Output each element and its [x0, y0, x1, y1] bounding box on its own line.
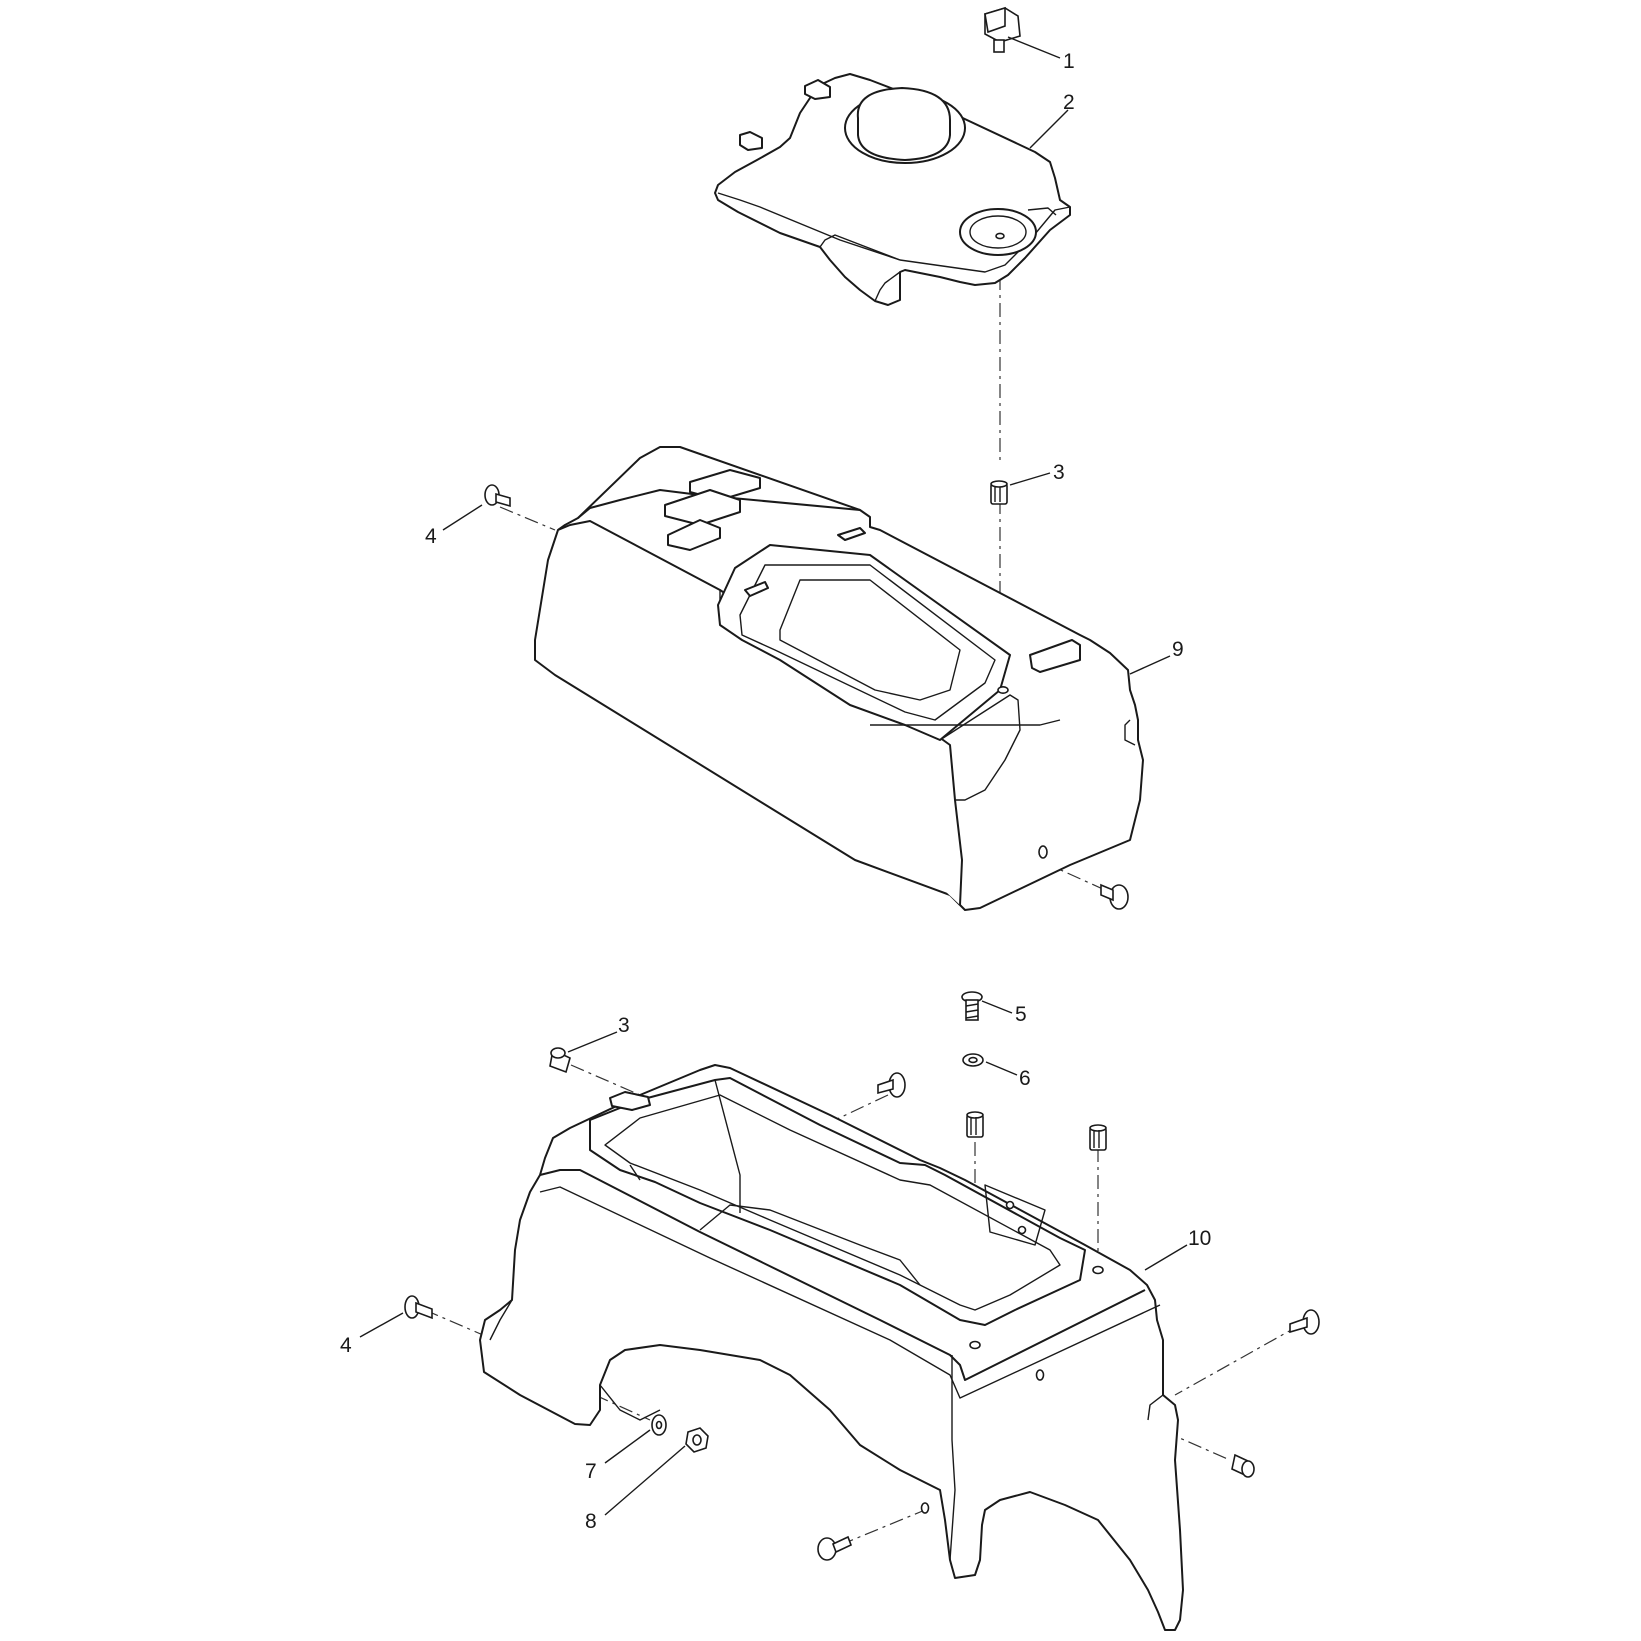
top-cover-part-2	[714, 73, 1071, 306]
callout-labels: 1 2 3 4 9 5 3 6 10 4 7 8	[340, 50, 1211, 1533]
washer-part-7	[651, 1414, 667, 1436]
washer-part-6	[962, 1053, 984, 1067]
insert-nut-part-3-upper	[990, 480, 1008, 505]
callout-6: 6	[1019, 1067, 1031, 1090]
bolt-lower-right	[1289, 1309, 1320, 1335]
callout-4-upper: 4	[425, 525, 437, 548]
callout-4-lower: 4	[340, 1334, 352, 1357]
insert-nut-part-3-center	[966, 1111, 984, 1138]
bolt-part-4-upper-left	[484, 484, 511, 508]
bolt-part-5	[961, 991, 983, 1021]
callout-1: 1	[1063, 50, 1075, 73]
callout-9: 9	[1172, 638, 1184, 661]
callout-10: 10	[1188, 1227, 1211, 1250]
callout-3-lower: 3	[618, 1014, 630, 1037]
bolt-lower-bottom	[817, 1535, 853, 1561]
console-upper-part-9	[534, 446, 1144, 911]
bolt-lower-top	[877, 1072, 906, 1098]
insert-nut-lower-right	[1231, 1453, 1255, 1478]
callout-7: 7	[585, 1460, 597, 1483]
nut-part-8	[685, 1427, 709, 1453]
callout-8: 8	[585, 1510, 597, 1533]
knob-part-1	[984, 6, 1021, 53]
console-lower-part-10	[479, 1064, 1184, 1631]
callout-3-upper: 3	[1053, 461, 1065, 484]
bolt-upper-right	[1100, 883, 1129, 910]
callout-5: 5	[1015, 1003, 1027, 1026]
insert-nut-right-upper	[1089, 1124, 1107, 1151]
bolt-part-4-lower-left	[404, 1295, 433, 1320]
insert-nut-part-3-lower-left	[549, 1047, 571, 1074]
leader-lines	[359, 36, 1188, 1516]
callout-2: 2	[1063, 91, 1075, 114]
